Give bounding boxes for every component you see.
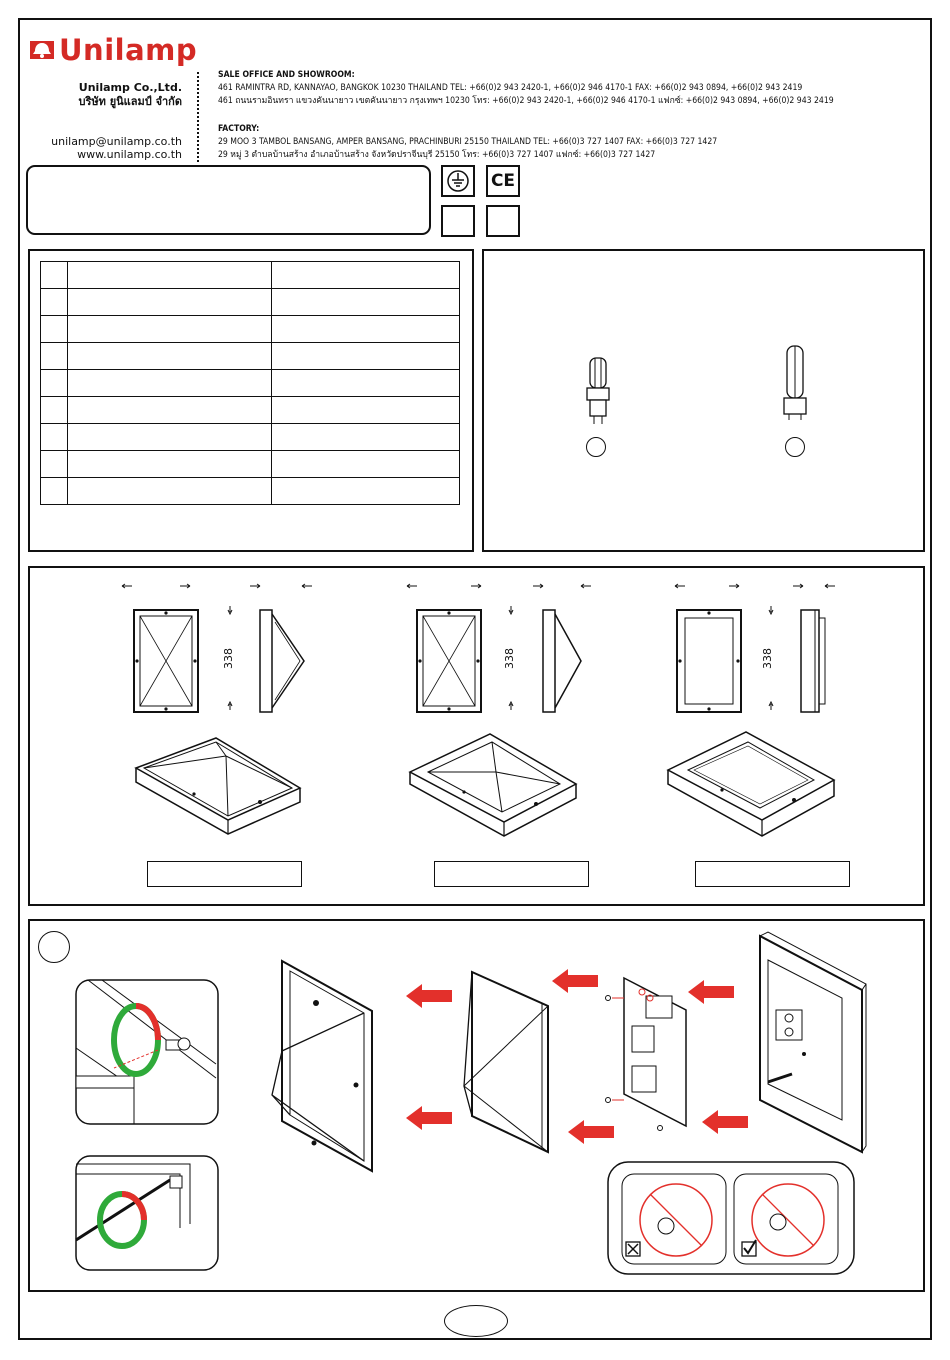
factory-heading: FACTORY: <box>218 124 260 134</box>
model-c-height-label: 338 <box>761 648 774 669</box>
remove-arrow-icon <box>568 1120 614 1144</box>
spec-table <box>40 261 460 505</box>
factory-address-th: 29 หมู่ 3 ตำบลบ้านสร้าง อำเภอบ้านสร้าง จ… <box>218 150 656 160</box>
sales-office-heading: SALE OFFICE AND SHOWROOM: <box>218 70 355 80</box>
lamp-a-marker <box>586 437 606 457</box>
model-a-front-view <box>121 583 312 713</box>
table-row <box>40 450 460 478</box>
page-frame <box>18 18 932 1340</box>
ce-mark-box: CE <box>486 165 520 197</box>
diffuser-frame-view <box>271 959 373 1173</box>
model-a-height-label: 338 <box>222 648 235 669</box>
table-row <box>40 288 460 316</box>
installation-panel <box>28 919 925 1292</box>
factory-address-en: 29 MOO 3 TAMBOL BANSANG, AMPER BANSANG, … <box>218 137 718 147</box>
insert-arrow-icon <box>688 980 734 1004</box>
lamp-logo-icon <box>30 41 54 59</box>
model-b-perspective-view <box>408 733 578 837</box>
symbol-box-empty-1 <box>441 205 475 237</box>
brand-name: Unilamp <box>59 33 198 67</box>
symbol-box-empty-2 <box>486 205 520 237</box>
model-b-height-label: 338 <box>503 648 516 669</box>
insert-arrow-icon <box>702 1110 748 1134</box>
company-website: www.unilamp.co.th <box>77 148 182 161</box>
product-title-box <box>26 165 431 235</box>
table-row <box>40 315 460 343</box>
correct-fixing-detail <box>607 1161 855 1275</box>
model-a-perspective-view <box>134 737 302 835</box>
remove-arrow-icon <box>406 1106 452 1130</box>
company-name-en: Unilamp Co.,Ltd. <box>78 81 182 94</box>
diffuser-cover-view <box>463 970 549 1154</box>
cfl-lamp-a-icon <box>586 357 610 424</box>
header-separator <box>197 72 199 162</box>
remove-arrow-icon <box>406 984 452 1008</box>
model-c-caption-box <box>695 861 850 887</box>
ground-symbol-box <box>441 165 475 197</box>
lamp-panel <box>482 249 925 552</box>
company-email: unilamp@unilamp.co.th <box>51 135 182 148</box>
control-gear-tray-view <box>605 976 687 1131</box>
table-row <box>40 477 460 505</box>
screwdriver-detail-view <box>75 1155 219 1271</box>
remove-arrow-icon <box>552 969 598 993</box>
model-b-front-view <box>406 583 591 713</box>
table-row <box>40 369 460 397</box>
step-number-marker <box>38 931 70 963</box>
table-row <box>40 423 460 451</box>
ce-mark: CE <box>490 171 516 191</box>
dimension-panel <box>28 566 925 906</box>
cfl-lamp-b-icon <box>783 345 807 420</box>
model-c-perspective-view <box>666 731 836 837</box>
table-row <box>40 261 460 289</box>
sales-office-address-en: 461 RAMINTRA RD, KANNAYAO, BANGKOK 10230… <box>218 83 803 93</box>
back-box-view <box>759 931 867 1154</box>
sales-office-address-th: 461 ถนนรามอินทรา แขวงคันนายาว เขตคันนายา… <box>218 96 834 106</box>
spec-panel <box>28 249 474 552</box>
company-name-th: บริษัท ยูนิแลมป์ จำกัด <box>78 95 182 108</box>
lamp-b-marker <box>785 437 805 457</box>
unscrew-detail-view <box>75 979 219 1125</box>
table-row <box>40 396 460 424</box>
model-a-caption-box <box>147 861 302 887</box>
model-b-caption-box <box>434 861 589 887</box>
model-c-front-view <box>674 583 835 713</box>
brand-logo: Unilamp <box>28 33 197 67</box>
earth-ground-icon <box>447 170 469 192</box>
table-row <box>40 342 460 370</box>
page-number-oval <box>444 1305 508 1337</box>
